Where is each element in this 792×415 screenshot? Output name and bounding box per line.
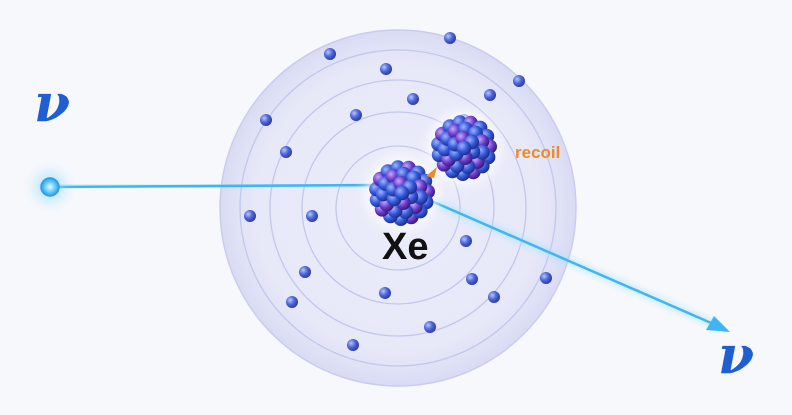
outgoing-neutrino-label: ν [718,325,755,386]
nucleus-cluster-icon [366,157,438,229]
electron-shells [239,49,557,367]
electron-shell [239,49,557,367]
electron [324,48,336,60]
electron [424,321,436,333]
nucleon [456,140,472,156]
nucleon [394,185,410,201]
incoming-neutrino-label: ν [34,73,71,134]
electron [350,109,362,121]
electron [260,114,272,126]
electron [286,296,298,308]
electron [540,272,552,284]
electron [299,266,311,278]
electron [379,287,391,299]
glowing-sphere-icon [34,171,66,203]
recoil-arrow-icon [426,167,437,178]
electron-shell [301,111,495,305]
recoil-nucleus-icon [428,112,500,184]
electron-shell [335,145,461,271]
electron [280,146,292,158]
electron [347,339,359,351]
arrowhead-icon [706,316,730,332]
outgoing-beam [418,192,730,332]
incoming-beam [49,181,381,191]
electron [407,93,419,105]
electron [466,273,478,285]
electron [488,291,500,303]
electron [484,89,496,101]
recoil-label: recoil [515,143,561,162]
electron-shell [269,79,527,337]
nucleus-label: Xe [382,226,429,268]
electron [380,63,392,75]
electron [460,235,472,247]
electron [513,75,525,87]
electron [244,210,256,222]
electron [306,210,318,222]
electron [444,32,456,44]
